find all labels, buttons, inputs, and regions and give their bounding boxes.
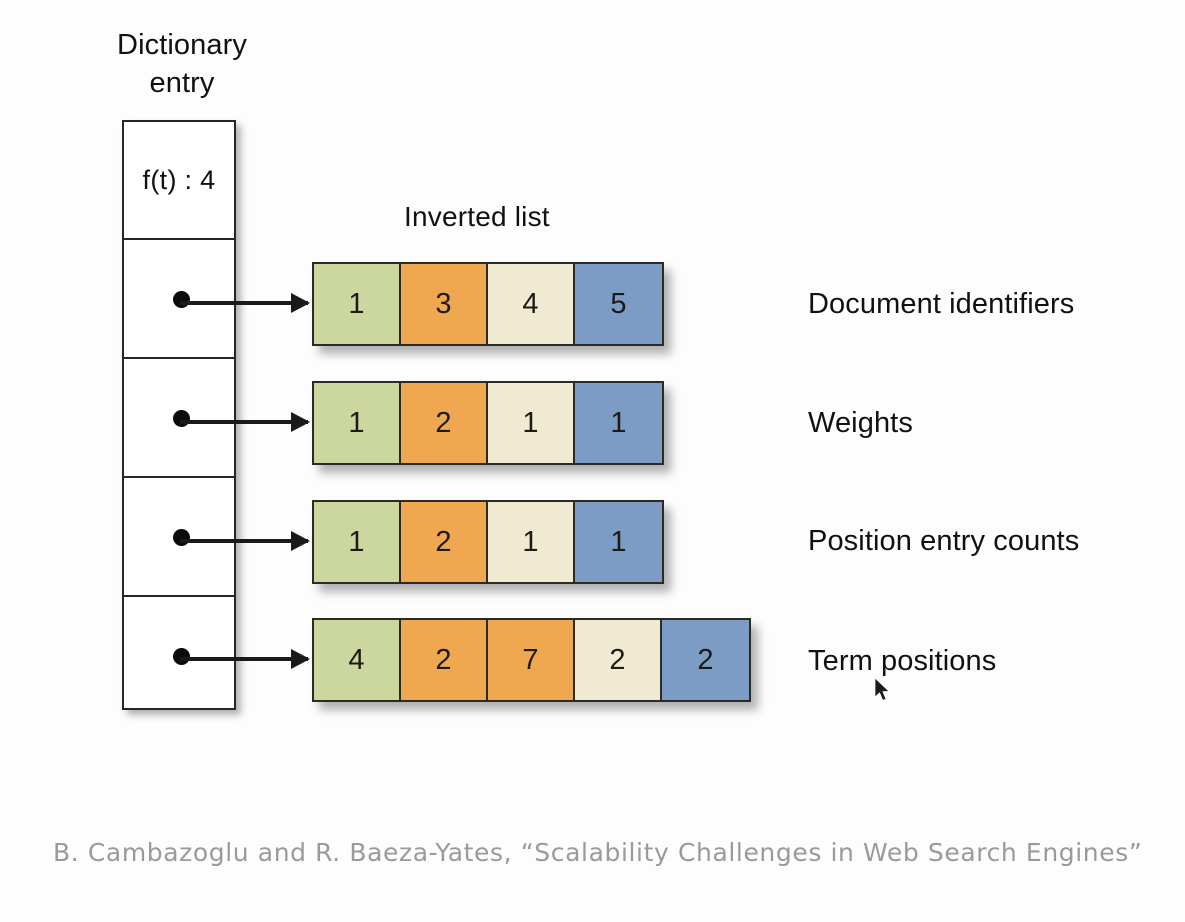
list-cell[interactable]: 1 (575, 383, 662, 463)
list-cell[interactable]: 1 (575, 502, 662, 582)
pointer-arrow-1 (180, 293, 310, 313)
list-cell[interactable]: 5 (575, 264, 662, 344)
list-cell[interactable]: 1 (314, 502, 401, 582)
dictionary-pointer-cell-1[interactable] (124, 240, 234, 359)
list-cell[interactable]: 1 (314, 383, 401, 463)
inverted-list-row-position-entry-counts: 1 2 1 1 (312, 500, 664, 584)
dictionary-pointer-cell-2[interactable] (124, 359, 234, 478)
list-cell[interactable]: 1 (488, 502, 575, 582)
list-cell[interactable]: 2 (662, 620, 749, 700)
dictionary-frequency-cell: f(t) : 4 (124, 122, 234, 240)
inverted-list-row-weights: 1 2 1 1 (312, 381, 664, 465)
list-cell[interactable]: 1 (314, 264, 401, 344)
row-label-term-positions: Term positions (808, 645, 997, 677)
pointer-arrow-2 (180, 412, 310, 432)
list-cell[interactable]: 2 (401, 502, 488, 582)
dictionary-entry-box: f(t) : 4 (122, 120, 236, 710)
pointer-dot-icon (173, 529, 190, 546)
dictionary-frequency-label: f(t) : 4 (142, 164, 216, 195)
row-label-weights: Weights (808, 407, 913, 439)
list-cell[interactable]: 2 (401, 383, 488, 463)
list-cell[interactable]: 4 (314, 620, 401, 700)
inverted-list-title: Inverted list (404, 201, 550, 232)
pointer-dot-icon (173, 291, 190, 308)
inverted-list-row-document-identifiers: 1 3 4 5 (312, 262, 664, 346)
dictionary-pointer-cell-4[interactable] (124, 597, 234, 709)
list-cell[interactable]: 2 (575, 620, 662, 700)
list-cell[interactable]: 2 (401, 620, 488, 700)
list-cell[interactable]: 7 (488, 620, 575, 700)
pointer-arrow-3 (180, 531, 310, 551)
list-cell[interactable]: 4 (488, 264, 575, 344)
pointer-arrow-4 (180, 649, 310, 669)
list-cell[interactable]: 3 (401, 264, 488, 344)
dictionary-entry-title-line2: entry (149, 67, 215, 99)
row-label-position-entry-counts: Position entry counts (808, 525, 1080, 557)
citation-text: B. Cambazoglu and R. Baeza-Yates, “Scala… (53, 838, 1143, 867)
dictionary-entry-title: Dictionary entry (98, 26, 266, 102)
mouse-cursor-icon (875, 678, 890, 701)
dictionary-pointer-cell-3[interactable] (124, 478, 234, 597)
row-label-document-identifiers: Document identifiers (808, 288, 1075, 320)
inverted-list-row-term-positions: 4 2 7 2 2 (312, 618, 751, 702)
dictionary-entry-title-line1: Dictionary (117, 29, 247, 61)
list-cell[interactable]: 1 (488, 383, 575, 463)
pointer-dot-icon (173, 410, 190, 427)
